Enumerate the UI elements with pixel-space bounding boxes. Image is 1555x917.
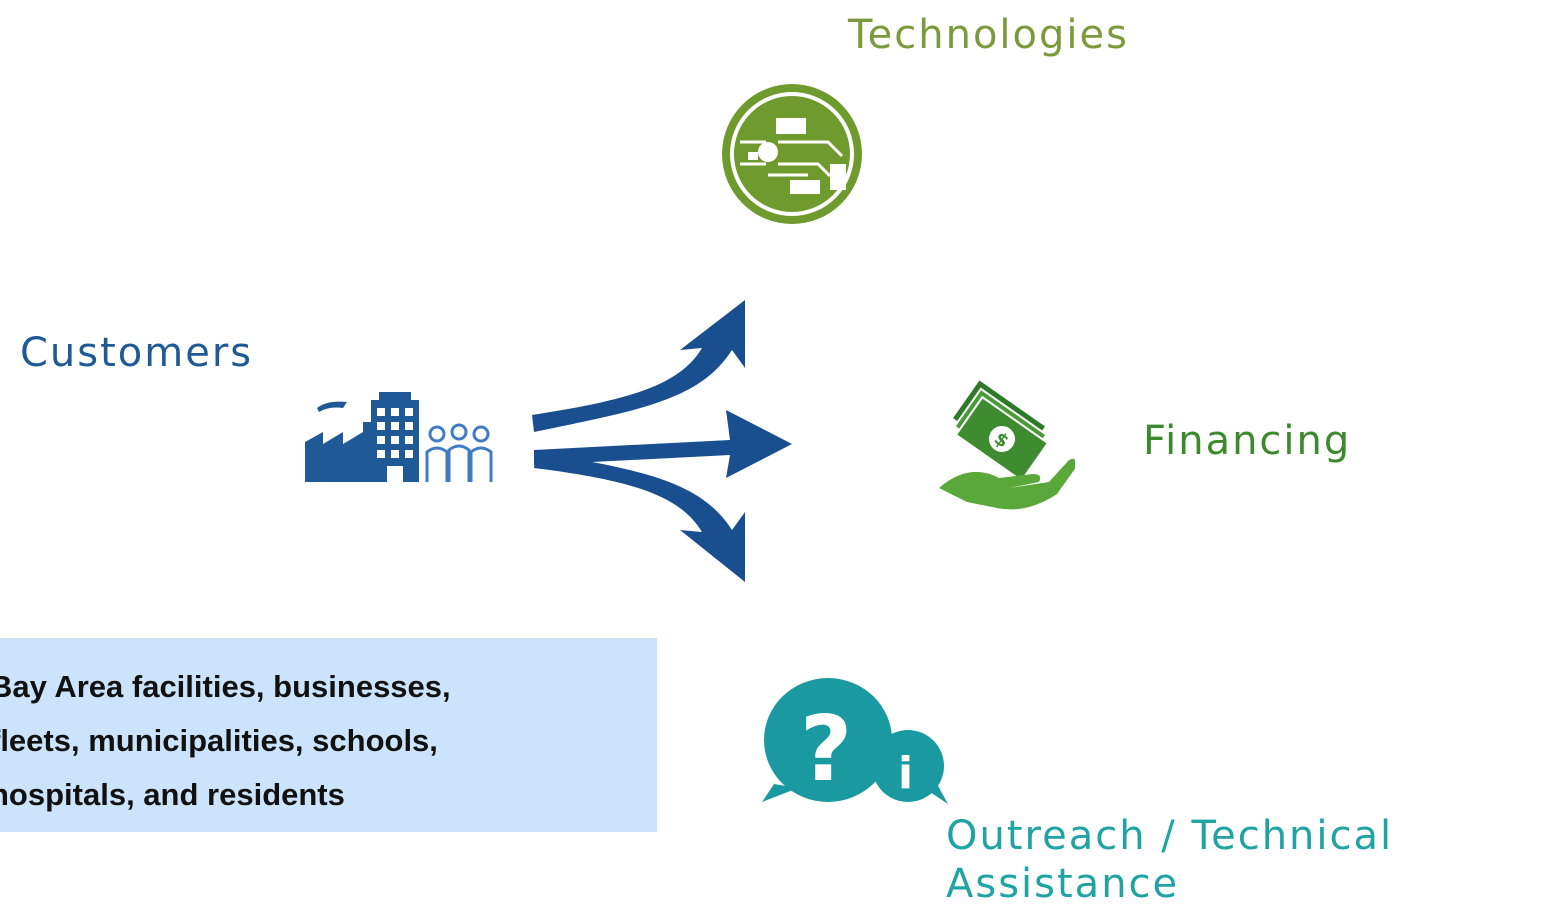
three-way-split-arrow — [532, 300, 792, 582]
description-text: Bay Area facilities, businesses, fleets,… — [0, 669, 451, 812]
factory-building-people-icon — [305, 392, 493, 482]
outreach-label: Outreach / Technical Assistance — [946, 813, 1394, 907]
hand-holding-money-icon: $ — [939, 380, 1075, 510]
customers-label: Customers — [20, 330, 254, 376]
circuit-board-icon — [722, 84, 862, 224]
question-info-bubbles-icon: ? i — [762, 678, 948, 804]
description-box: Bay Area facilities, businesses, fleets,… — [0, 638, 657, 832]
svg-text:?: ? — [800, 697, 852, 802]
technologies-label: Technologies — [848, 12, 1129, 58]
financing-label: Financing — [1143, 418, 1352, 464]
svg-text:i: i — [898, 748, 913, 799]
